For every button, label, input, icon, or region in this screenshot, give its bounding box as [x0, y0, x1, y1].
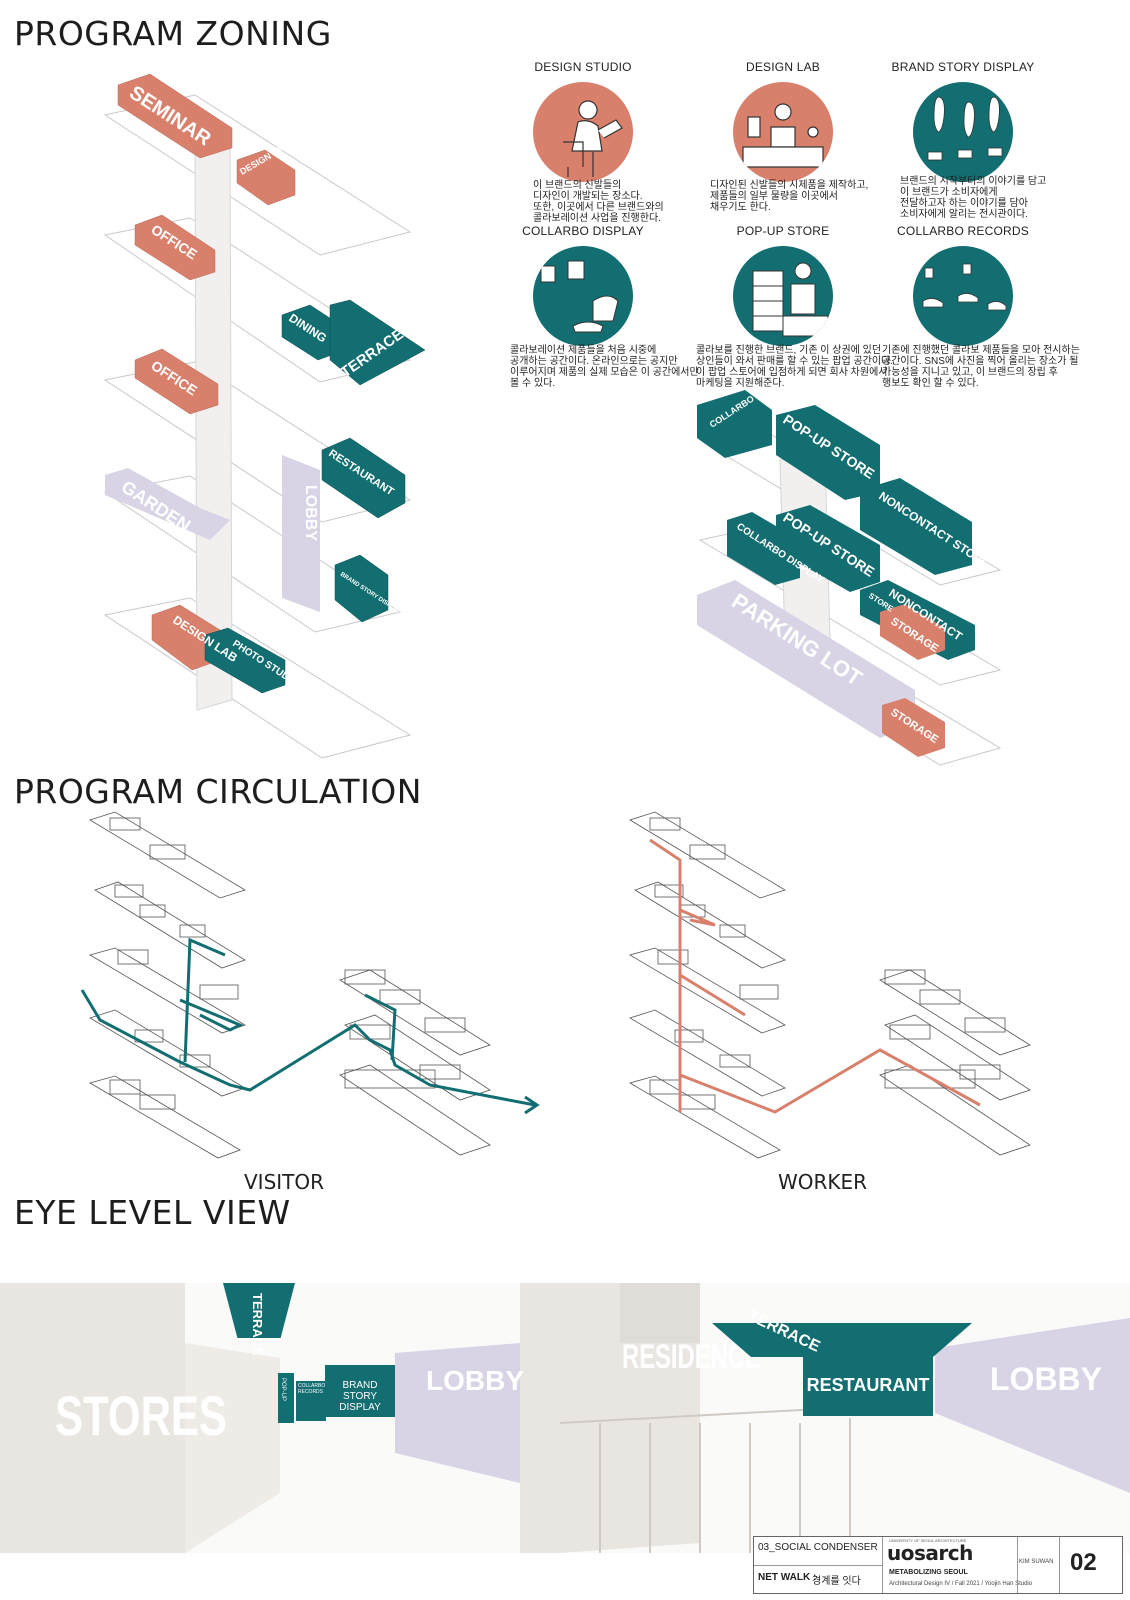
- restaurant-sign-text: RESTAURANT: [806, 1375, 930, 1395]
- zoning-axonometric-left: SEMINAR DESIGN STUDIO OFFICE OFFICE DINI…: [103, 73, 1002, 766]
- terrace-block: [329, 299, 426, 386]
- worker-caption: WORKER: [778, 1170, 868, 1194]
- brand-story-sign-text: BRAND STORY DISPLAY: [339, 1380, 381, 1413]
- program-collarbo-display: COLLARBO DISPLAY: [488, 224, 678, 346]
- project-name: 03_SOCIAL CONDENSER: [758, 1542, 878, 1553]
- brand-story-block: [334, 554, 389, 623]
- collarbo-records-sign: [296, 1381, 326, 1421]
- terrace-sign-2: [712, 1323, 972, 1357]
- program-popup-store: POP-UP STORE: [688, 224, 878, 346]
- desc-design-studio: 이 브랜드의 신발들의 디자인이 개발되는 장소다. 또한, 이곳에서 다른 브…: [533, 180, 664, 224]
- popup-store-block-2: [776, 505, 880, 592]
- terrace-sign-text: TERRACE: [250, 1293, 265, 1356]
- course-detail: Architectural Design IV / Fall 2021 / Yo…: [889, 1581, 1033, 1587]
- storage-block-2: [882, 698, 945, 757]
- zoning-title: PROGRAM ZONING: [14, 14, 332, 53]
- shop-keeper-icon: [733, 246, 833, 346]
- visitor-arrow-head: [524, 1095, 540, 1115]
- designer-at-desk-icon: [533, 82, 633, 182]
- seminar-block: [117, 73, 233, 159]
- noncontact-store-block-1: [860, 478, 972, 575]
- program-title: DESIGN LAB: [745, 60, 821, 74]
- shoe-wall-icon: [913, 246, 1013, 346]
- worker-route: [649, 838, 682, 1112]
- school-logo: uosarch: [887, 1541, 973, 1565]
- circulation-diagrams: [80, 811, 1031, 1159]
- lab-worker-icon: [733, 82, 833, 182]
- eye-level-title: EYE LEVEL VIEW: [14, 1193, 291, 1232]
- program-title: BRAND STORY DISPLAY: [891, 60, 1035, 74]
- course-title: METABOLIZING SEOUL: [889, 1569, 968, 1576]
- program-title: DESIGN STUDIO: [534, 60, 632, 74]
- garden-block: [105, 468, 230, 540]
- popup-sign: [278, 1373, 294, 1423]
- popup-sign-text: POP-UP: [280, 1378, 286, 1402]
- lobby-column: [282, 455, 320, 612]
- storage-block-1: [880, 604, 945, 660]
- program-title: COLLARBO RECORDS: [897, 224, 1029, 238]
- restaurant-sign: [803, 1356, 933, 1416]
- photo-studio-block: [204, 627, 286, 694]
- office-block-lower: [134, 348, 219, 415]
- design-studio-block: [236, 149, 296, 206]
- program-design-lab: DESIGN LAB: [688, 60, 878, 182]
- visitor-caption: VISITOR: [244, 1170, 325, 1194]
- gallery-chair-icon: [533, 246, 633, 346]
- program-title: POP-UP STORE: [736, 224, 830, 238]
- office-block-upper: [134, 214, 216, 281]
- desc-collarbo-display: 콜라보레이션 제품들을 처음 시중에 공개하는 공간이다. 온라인으로는 공지만…: [510, 345, 699, 389]
- collarbo-records-block: [697, 390, 772, 458]
- desc-brand-story: 브랜드의 시작부터의 이야기를 담고 이 브랜드가 소비자에게 전달하고자 하는…: [900, 176, 1047, 220]
- school-logo-small: UNIVERSITY OF SEOUL ARCHITECTURE: [889, 1538, 967, 1543]
- restaurant-block: [321, 437, 406, 519]
- desc-collarbo-records: 기존에 진행했던 콜라보 제품들을 모아 전시하는 공간이다. SNS에 사진을…: [882, 345, 1080, 389]
- lobby-text-left: LOBBY: [426, 1365, 524, 1396]
- author-name: KIM SUWAN: [1019, 1559, 1054, 1565]
- stores-text: STORES: [55, 1384, 227, 1447]
- subtitle-bold: NET WALK :: [758, 1572, 817, 1583]
- program-collarbo-records: COLLARBO RECORDS: [868, 224, 1058, 346]
- eye-level-panorama: TERRACE POP-UP COLLARBO RECORDS BRAND ST…: [0, 1283, 1130, 1553]
- title-block: 03_SOCIAL CONDENSER NET WALK : 경계를 잇다 UN…: [753, 1536, 1123, 1594]
- popup-store-block-1: [776, 405, 880, 500]
- lobby-text-right: LOBBY: [990, 1361, 1102, 1397]
- collarbo-records-sign-text: COLLARBO RECORDS: [298, 1383, 326, 1395]
- subtitle-korean: 경계를 잇다: [812, 1576, 861, 1587]
- desc-design-lab: 디자인된 신발들의 시제품을 제작하고, 제품들의 일부 물량을 이곳에서 채우…: [710, 180, 869, 213]
- desc-popup-store: 콜라보를 진행한 브랜드, 기존 이 상권에 있던 상인들이 와서 판매를 할 …: [696, 345, 894, 389]
- program-design-studio: DESIGN STUDIO: [488, 60, 678, 182]
- visitor-route: [80, 989, 536, 1107]
- program-brand-story-display: BRAND STORY DISPLAY: [868, 60, 1058, 182]
- shoe-display-icon: [913, 82, 1013, 182]
- parking-lot-block: [697, 580, 915, 738]
- circulation-title: PROGRAM CIRCULATION: [14, 772, 422, 811]
- lobby-label: LOBBY: [302, 485, 319, 541]
- program-title: COLLARBO DISPLAY: [522, 224, 644, 238]
- brand-story-sign: [325, 1365, 395, 1417]
- sheet-number: 02: [1070, 1549, 1097, 1576]
